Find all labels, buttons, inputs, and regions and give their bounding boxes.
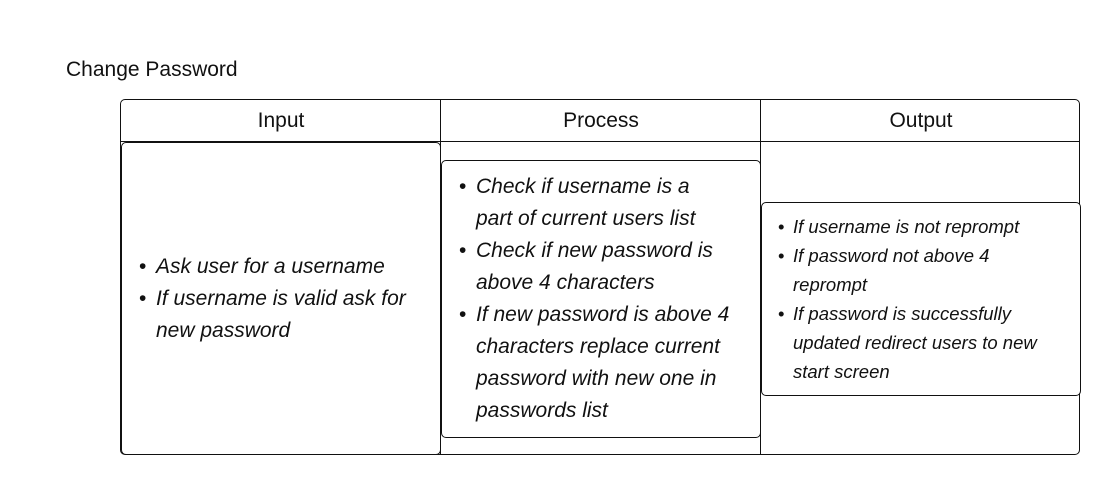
process-item: Check if username is a part of current u… bbox=[459, 171, 726, 235]
output-item: If password not above 4 reprompt bbox=[778, 241, 1033, 299]
output-item: If password is successfully updated redi… bbox=[778, 299, 1059, 386]
process-card: Check if username is a part of current u… bbox=[441, 160, 761, 438]
input-item: If username is valid ask for new passwor… bbox=[139, 283, 412, 347]
column-header-process: Process bbox=[563, 109, 639, 132]
header-divider bbox=[121, 141, 1079, 142]
process-item: If new password is above 4 characters re… bbox=[459, 299, 752, 427]
input-card: Ask user for a username If username is v… bbox=[121, 142, 441, 455]
input-list: Ask user for a username If username is v… bbox=[122, 251, 426, 347]
process-list: Check if username is a part of current u… bbox=[442, 171, 752, 427]
column-header-input: Input bbox=[257, 109, 305, 132]
output-item: If username is not reprompt bbox=[778, 212, 1065, 241]
column-header-output: Output bbox=[889, 109, 953, 132]
output-card: If username is not reprompt If password … bbox=[761, 202, 1081, 396]
process-item: Check if new password is above 4 charact… bbox=[459, 235, 752, 299]
input-item: Ask user for a username bbox=[139, 251, 426, 283]
output-list: If username is not reprompt If password … bbox=[762, 212, 1065, 386]
ipo-table: Input Process Output Ask user for a user… bbox=[120, 99, 1081, 455]
page-title: Change Password bbox=[66, 58, 238, 81]
